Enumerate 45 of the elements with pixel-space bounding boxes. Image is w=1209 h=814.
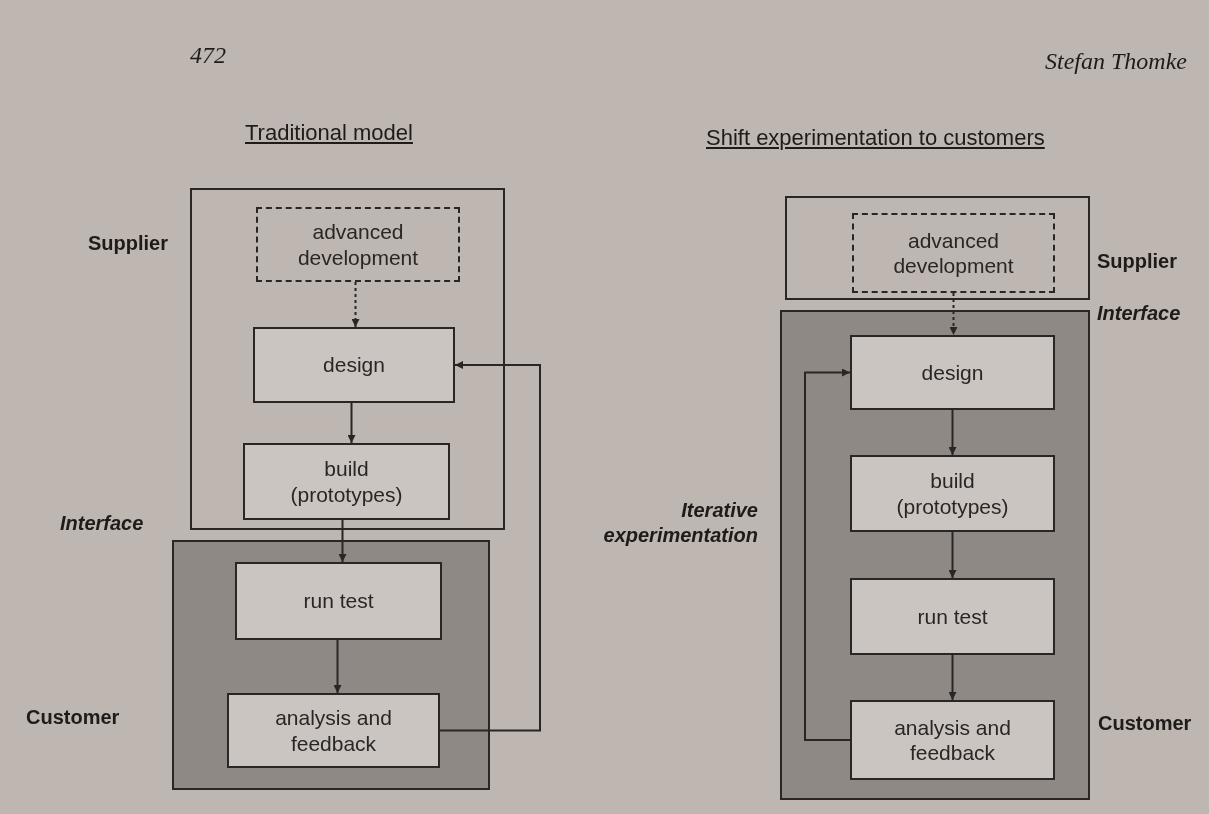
supplier-panel — [190, 188, 505, 530]
dashed-process-box — [256, 207, 460, 282]
interface-label: Interface — [60, 512, 144, 535]
interface-label: Interface — [1097, 302, 1181, 325]
customer-panel — [780, 310, 1090, 800]
step-text: build (prototypes) — [289, 456, 404, 507]
process-box — [850, 335, 1055, 410]
arrow — [804, 368, 851, 741]
arrow — [439, 361, 541, 732]
step-text: run test — [917, 603, 988, 630]
step-text: design — [323, 352, 385, 378]
step-text: analysis and feedback — [274, 705, 393, 756]
arrow — [333, 639, 342, 694]
process-box — [253, 327, 455, 403]
page-number: 472 — [190, 42, 226, 69]
step-text: design — [921, 359, 984, 386]
step-text: advanced development — [296, 219, 420, 270]
step-text: analysis and feedback — [893, 714, 1012, 766]
arrow — [347, 402, 356, 444]
author-name: Stefan Thomke — [1045, 48, 1187, 75]
step-text: advanced development — [892, 227, 1015, 279]
customer-panel — [172, 540, 490, 790]
role-label: Supplier — [88, 232, 168, 255]
process-box — [243, 443, 450, 520]
loop-label: Iterative experimentation — [602, 498, 758, 548]
arrow — [338, 519, 347, 563]
role-label: Supplier — [1097, 250, 1177, 273]
arrow — [948, 531, 957, 579]
process-box — [235, 562, 442, 640]
dashed-arrow — [351, 281, 360, 328]
process-box — [850, 578, 1055, 655]
role-label: Customer — [1098, 712, 1192, 735]
supplier-panel — [785, 196, 1090, 300]
dashed-arrow — [949, 292, 958, 336]
panel-heading: Traditional model — [245, 120, 413, 146]
role-label: Customer — [26, 706, 120, 729]
arrow — [948, 409, 957, 456]
step-text: build (prototypes) — [895, 468, 1010, 519]
process-box — [850, 455, 1055, 532]
arrow — [948, 654, 957, 701]
dashed-process-box — [852, 213, 1055, 293]
process-box — [850, 700, 1055, 780]
panel-heading: Shift experimentation to customers — [706, 125, 1045, 151]
step-text: run test — [303, 588, 374, 614]
process-box — [227, 693, 440, 768]
